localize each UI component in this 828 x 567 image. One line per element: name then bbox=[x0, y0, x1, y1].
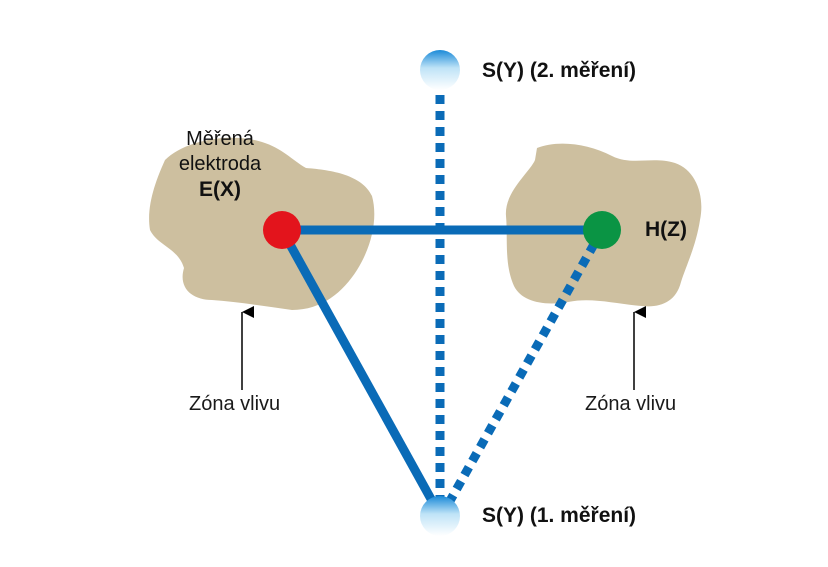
measured-electrode-label: Měřená elektroda E(X) bbox=[160, 128, 280, 202]
probe-s2-label: S(Y) (2. měření) bbox=[482, 59, 637, 82]
influence-zone-left bbox=[149, 137, 375, 310]
line-e-s1 bbox=[278, 227, 440, 511]
electrode-e-marker bbox=[263, 211, 301, 249]
probe-s1-label: S(Y) (1. měření) bbox=[482, 504, 637, 527]
electrode-h-marker bbox=[583, 211, 621, 249]
probe-s2-marker bbox=[420, 50, 460, 90]
electrode-e-label: E(X) bbox=[199, 178, 241, 201]
electrode-h-label: H(Z) bbox=[645, 218, 687, 241]
zone-right-label: Zóna vlivu bbox=[585, 393, 677, 415]
probe-s1-marker bbox=[420, 496, 460, 536]
measured-label-line2: elektroda bbox=[178, 153, 262, 175]
measured-label-line1: Měřená bbox=[186, 128, 254, 150]
dotted-line-h-s1 bbox=[442, 227, 606, 511]
zone-left-label: Zóna vlivu bbox=[189, 393, 281, 415]
